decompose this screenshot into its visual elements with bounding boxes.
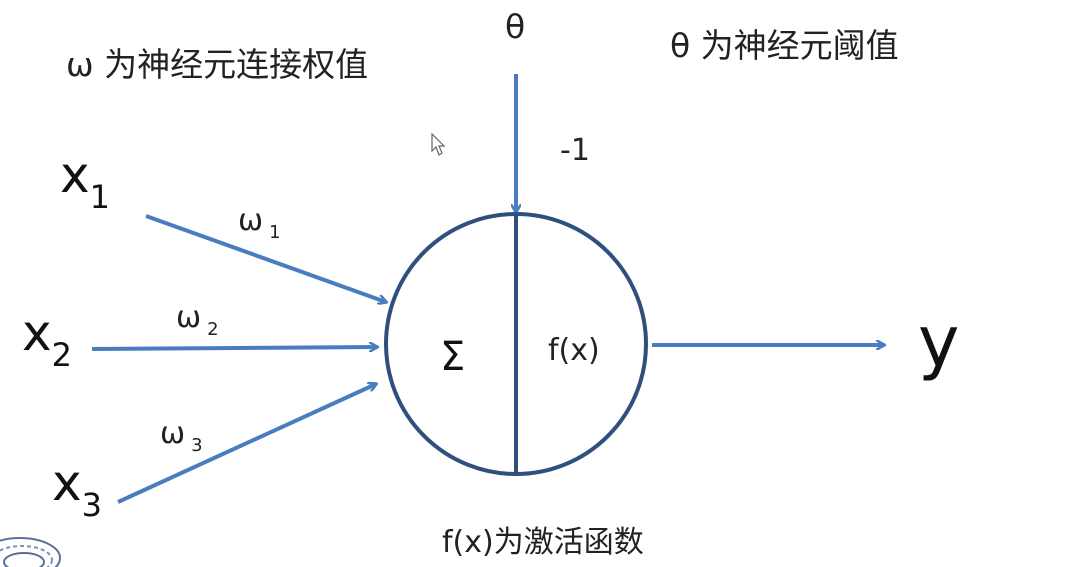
partial-logo-icon — [0, 537, 61, 567]
input-1-arrow — [145, 214, 386, 302]
mouse-cursor-icon — [431, 132, 446, 156]
threshold-symbol: θ — [505, 7, 525, 46]
input-1-label: x1 — [60, 146, 110, 216]
input-3-label: x3 — [52, 454, 102, 524]
sum-symbol: Σ — [440, 334, 465, 380]
input-2-label: x2 — [22, 304, 72, 374]
threshold-note: θ 为神经元阈值 — [670, 26, 899, 65]
weight-note: ω 为神经元连接权值 — [66, 45, 368, 84]
activation-label: f(x) — [548, 333, 600, 368]
activation-note: f(x)为激活函数 — [442, 525, 644, 560]
output-label: y — [918, 301, 959, 383]
input-2-arrow — [91, 347, 377, 349]
input-3-arrow — [117, 384, 376, 504]
bias-input-label: -1 — [560, 133, 590, 168]
